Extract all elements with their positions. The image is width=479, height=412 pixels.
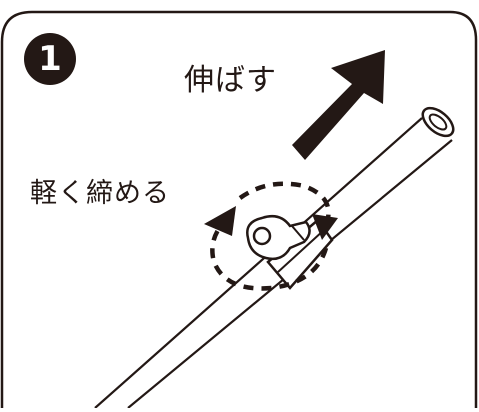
panel-border [0, 10, 478, 408]
rotate-arrows-icon [204, 181, 338, 291]
arrow-up-right-icon [292, 50, 385, 160]
step-number-badge: 1 [24, 33, 76, 85]
tighten-label: 軽く締める [30, 178, 170, 209]
clamp-knob [246, 215, 311, 261]
extend-label: 伸ばす [184, 63, 277, 98]
pole-end [421, 106, 455, 138]
